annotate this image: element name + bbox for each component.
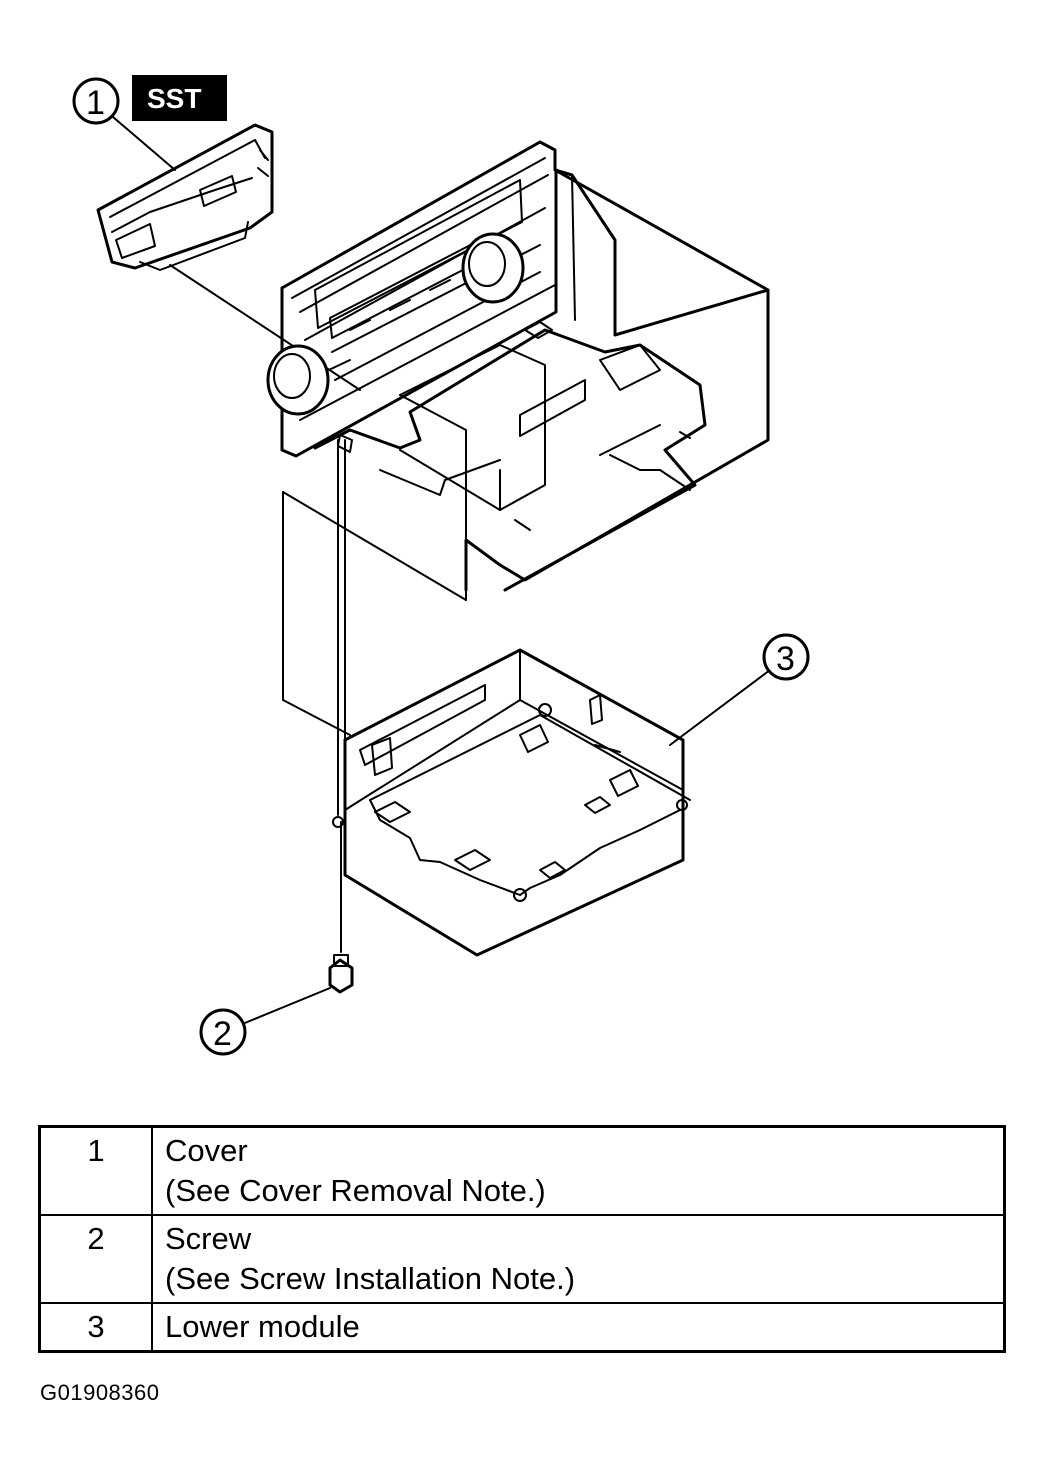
legend-note: (See Cover Removal Note.): [165, 1173, 546, 1208]
screw-part: [239, 821, 354, 1026]
legend-description: Screw (See Screw Installation Note.): [151, 1214, 1006, 1304]
callout-2: 2: [199, 1008, 247, 1056]
table-row: 2 Screw (See Screw Installation Note.): [38, 1214, 1006, 1304]
legend-number: 1: [38, 1125, 153, 1216]
legend-description: Cover (See Cover Removal Note.): [151, 1125, 1006, 1216]
svg-text:1: 1: [86, 84, 105, 122]
legend-name: Screw: [165, 1221, 252, 1256]
legend-name: Cover: [165, 1133, 248, 1168]
svg-text:3: 3: [776, 640, 795, 678]
table-row: 1 Cover (See Cover Removal Note.): [38, 1125, 1006, 1216]
parts-legend-table: 1 Cover (See Cover Removal Note.) 2 Scre…: [38, 1125, 1006, 1353]
audio-unit: [266, 140, 770, 592]
table-row: 3 Lower module: [38, 1302, 1006, 1353]
callout-3: 3: [669, 633, 810, 746]
legend-name: Lower module: [165, 1309, 360, 1344]
legend-number: 2: [38, 1214, 153, 1304]
legend-number: 3: [38, 1302, 153, 1353]
figure-code: G01908360: [40, 1380, 160, 1405]
legend-note: (See Screw Installation Note.): [165, 1261, 576, 1296]
lower-module-part: [332, 648, 691, 957]
sst-tag: SST: [132, 75, 227, 121]
exploded-view-diagram: SST 1: [72, 75, 810, 1056]
svg-text:2: 2: [213, 1015, 232, 1053]
legend-description: Lower module: [151, 1302, 1006, 1353]
cover-part: [96, 123, 361, 391]
sst-label: SST: [147, 83, 201, 114]
callout-1: 1: [72, 77, 176, 171]
